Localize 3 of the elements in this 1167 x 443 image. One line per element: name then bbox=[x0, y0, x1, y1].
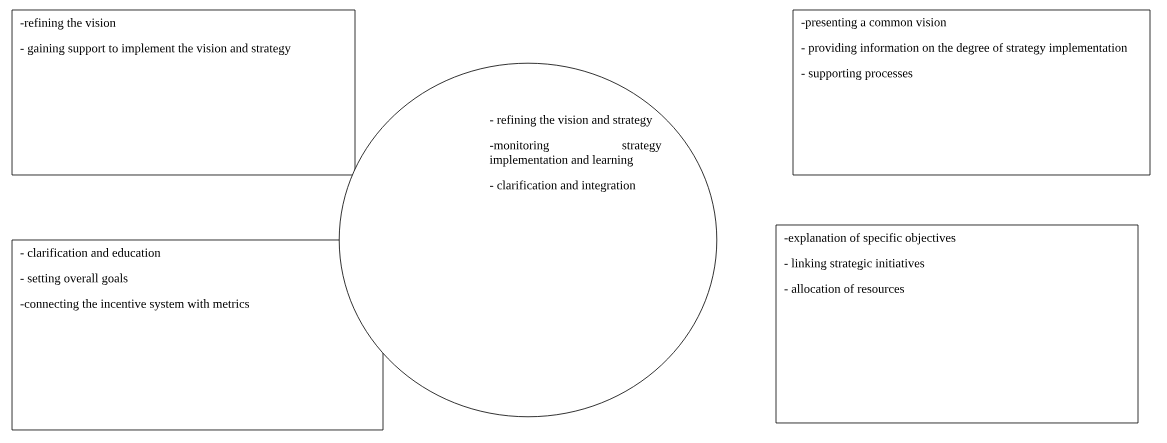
text-box: -refining the vision - gaining support to implement the vision and strategy bbox=[11, 9, 356, 176]
text-box: -presenting a common vision - providing information on the degree of strategy implementation - supporting processes bbox=[792, 9, 1151, 176]
text-box: -explanation of specific objectives - linking strategic initiatives - allocation of resources bbox=[775, 224, 1139, 424]
